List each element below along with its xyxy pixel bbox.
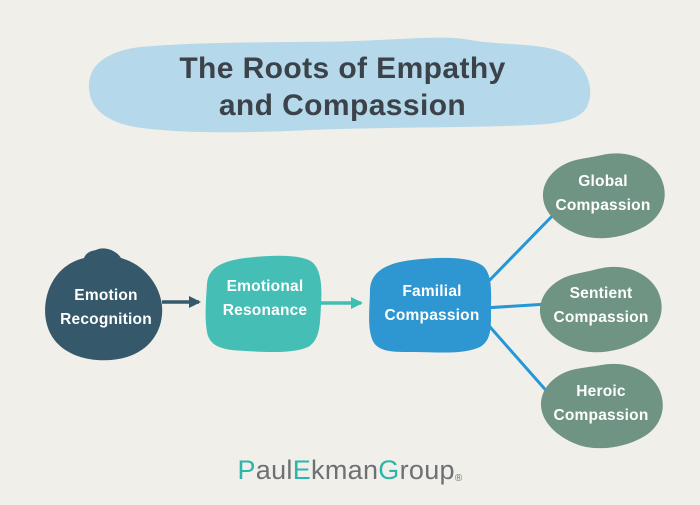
node-emotional-resonance-blob <box>205 255 322 353</box>
node-heroic-compassion-label: Heroic Compassion <box>540 380 662 428</box>
brand-segment: P <box>237 455 256 485</box>
node-sentient-compassion-label: Sentient Compassion <box>540 282 662 330</box>
brand-segment: kman <box>311 455 379 485</box>
title-blob <box>88 37 591 133</box>
node-label-line: Sentient <box>569 285 633 302</box>
page-title-line2: and Compassion <box>218 89 467 122</box>
brand-segment: roup <box>399 455 455 485</box>
node-global-compassion-blob <box>542 153 665 239</box>
node-label-line: Recognition <box>60 311 152 328</box>
node-emotion-recognition-label: Emotion Recognition <box>45 284 167 332</box>
node-heroic-compassion-blob <box>540 363 663 449</box>
node-emotion-recognition-blob <box>45 248 163 361</box>
node-label-line: Compassion <box>384 307 480 324</box>
brand-segment: aul <box>255 455 293 485</box>
registered-trademark-symbol: ® <box>454 473 463 484</box>
node-sentient-compassion-blob <box>540 266 662 353</box>
node-label-line: Global <box>578 173 628 190</box>
brand-segment: G <box>378 455 400 485</box>
node-label-line: Familial <box>402 283 462 300</box>
node-label-line: Compassion <box>553 309 649 326</box>
connector-familial-to-global <box>480 206 562 290</box>
node-label-line: Compassion <box>555 197 651 214</box>
page-title-line1: The Roots of Empathy <box>179 52 506 85</box>
node-familial-compassion-blob <box>369 257 492 353</box>
node-label-line: Resonance <box>222 302 308 319</box>
node-emotional-resonance-label: Emotional Resonance <box>204 275 326 323</box>
connector-familial-to-sentient <box>483 302 549 310</box>
node-label-line: Compassion <box>553 407 649 424</box>
node-familial-compassion-label: Familial Compassion <box>371 280 493 328</box>
node-global-compassion-label: Global Compassion <box>542 170 664 218</box>
page-title: The Roots of Empathy and Compassion <box>90 50 595 124</box>
node-label-line: Emotion <box>74 287 138 304</box>
brand-logo: PaulEkmanGroup® <box>0 455 700 486</box>
node-label-line: Emotional <box>226 278 304 295</box>
brand-segment: E <box>292 455 312 485</box>
node-label-line: Heroic <box>576 383 626 400</box>
